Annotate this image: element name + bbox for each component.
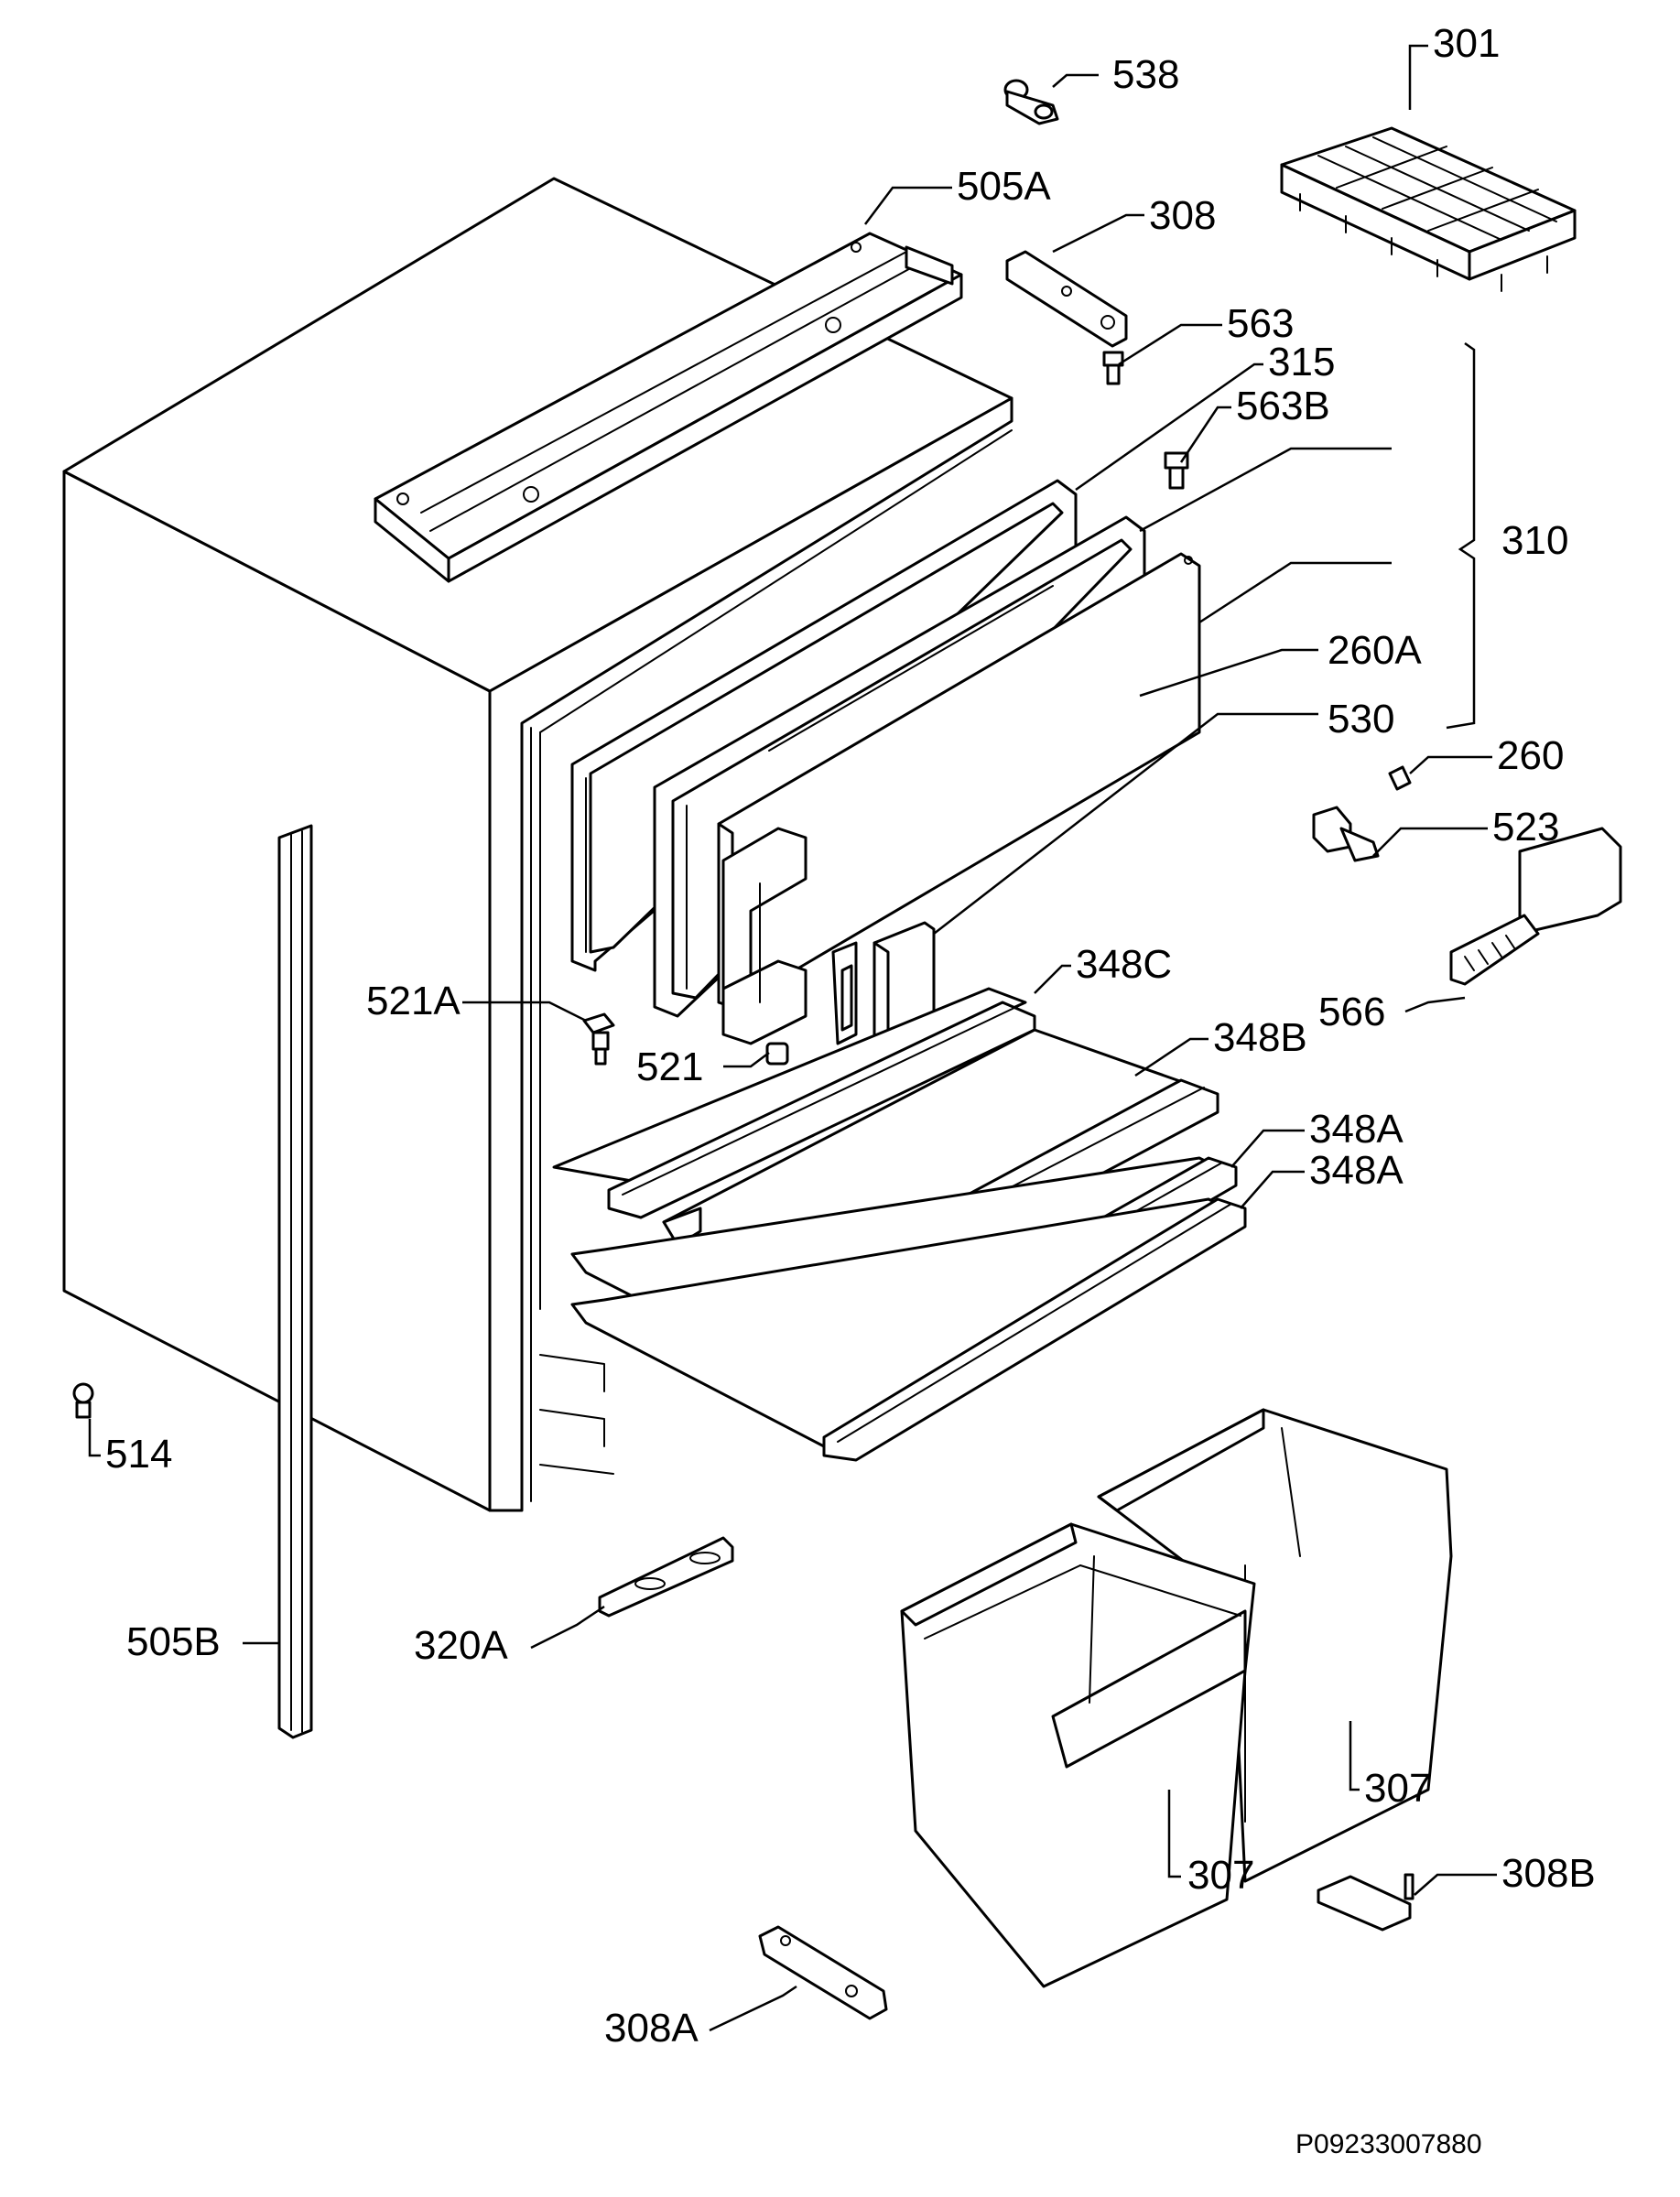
ice-scraper-566 [1449,827,1622,986]
door-stop-260 [1388,765,1412,791]
label-348a-lower: 348A [1309,1148,1404,1193]
lamp-holder-521 [765,1042,789,1066]
hinge-pin-563 [1102,351,1124,385]
bottom-hinge-308a [758,1925,888,2020]
top-mounting-rail-505a [374,232,963,583]
label-521a: 521A [366,979,461,1023]
label-301: 301 [1433,21,1500,66]
part-labels: 538 301 505A 308 563 315 563B 310 260A 5… [105,21,1596,2159]
label-530: 530 [1328,697,1394,741]
label-538: 538 [1112,52,1179,97]
label-260a: 260A [1328,628,1422,673]
label-310: 310 [1501,518,1568,563]
hinge-cap-538 [1003,79,1059,125]
mounting-bracket-320a [598,1536,734,1618]
cover-plug-514 [72,1382,94,1419]
leader-lines [88,44,1497,2032]
label-523: 523 [1492,805,1559,850]
label-260: 260 [1497,733,1564,778]
label-308b: 308B [1501,1851,1596,1896]
label-505a: 505A [957,164,1051,209]
label-308a: 308A [604,2006,699,2051]
hinge-bracket-308b [1317,1873,1414,1932]
ice-cube-tray-301 [1280,126,1577,292]
hinge-cover-523 [1312,806,1380,862]
hinge-pin-563b [1164,451,1189,490]
label-563: 563 [1227,301,1294,346]
label-315: 315 [1268,340,1335,384]
label-348a-upper: 348A [1309,1107,1404,1152]
label-307-left: 307 [1187,1853,1254,1898]
label-307-right: 307 [1364,1766,1431,1811]
label-308: 308 [1149,193,1216,238]
label-348c: 348C [1076,942,1172,987]
door-panel-310 [717,552,1201,1045]
label-320a: 320A [414,1623,508,1668]
drawing-code: P09233007880 [1295,2129,1482,2159]
top-hinge-308 [1005,250,1128,348]
label-521: 521 [636,1044,703,1089]
vegetable-drawer-307-right [1097,1408,1453,1883]
label-348b: 348B [1213,1015,1307,1060]
vegetable-drawer-307-left [900,1522,1256,1988]
label-566: 566 [1318,990,1385,1034]
shelf-348a-lower [570,1197,1247,1462]
lamp-521a [582,1012,615,1066]
label-563b: 563B [1236,384,1330,428]
label-514: 514 [105,1432,172,1477]
shelf-348c [552,987,1036,1219]
side-trim-strip-505b [277,824,313,1739]
label-505b: 505B [126,1619,221,1664]
